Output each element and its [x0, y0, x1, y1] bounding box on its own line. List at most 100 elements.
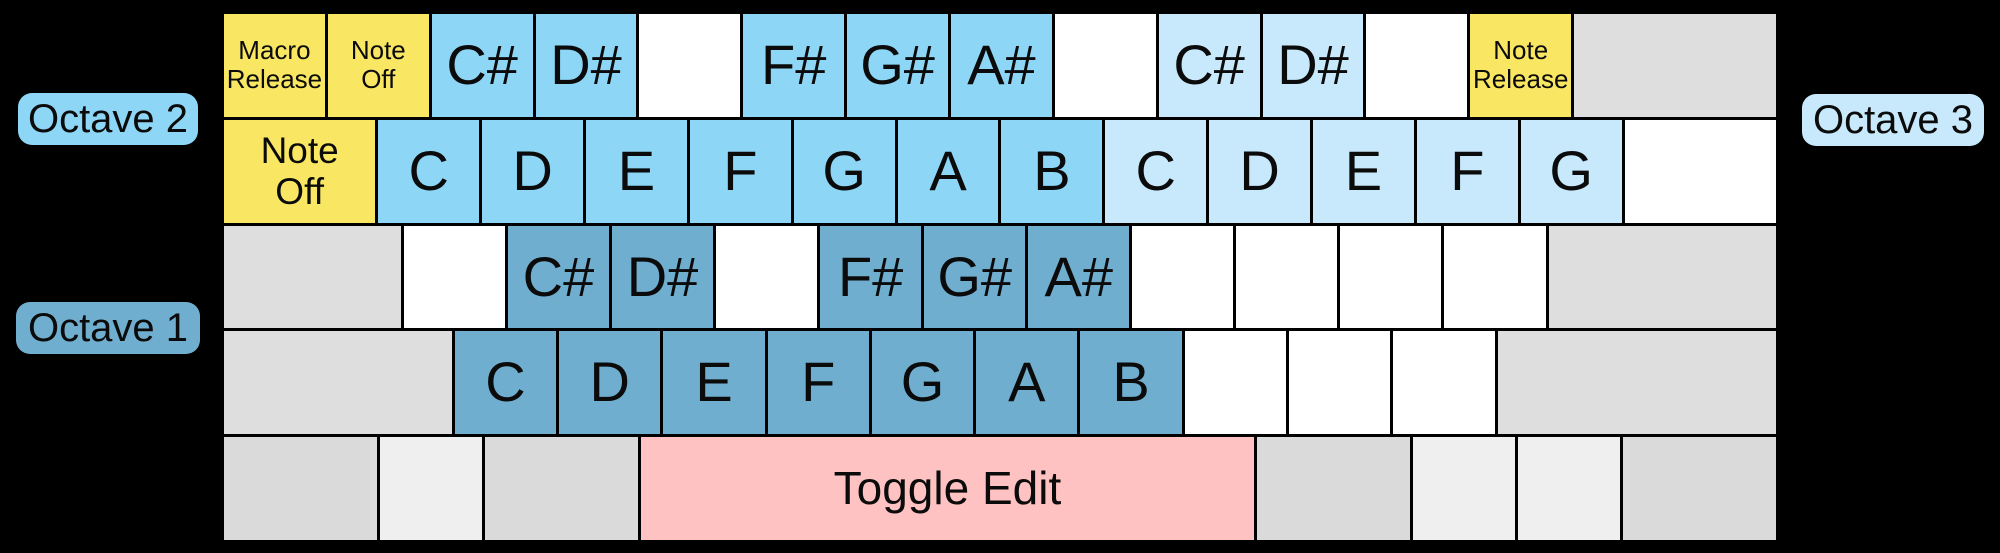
key-t-g: G [793, 119, 895, 223]
key-k-unmapped [1132, 225, 1234, 329]
key-p-e-label: E [1344, 138, 1383, 202]
key-o-d: D [1209, 119, 1311, 223]
key-backslash-unmapped [1624, 119, 1776, 223]
key-y-a-label: A [929, 138, 967, 202]
key-tab-note-off: Note Off [224, 119, 376, 223]
key-slash-unmapped [1393, 331, 1495, 435]
key-rshift [1497, 331, 1776, 435]
key-5-f-sharp-label: F# [761, 33, 827, 97]
key-j-a-sharp-label: A# [1044, 244, 1114, 308]
key-comma-unmapped [1184, 331, 1286, 435]
key-h-g-sharp-label: G# [937, 244, 1013, 308]
key-lshift [224, 331, 452, 435]
key-w-d-label: D [512, 138, 553, 202]
key-m-b-label: B [1112, 350, 1150, 414]
key-m-b: B [1080, 331, 1182, 435]
key-h-g-sharp: G# [924, 225, 1026, 329]
key-rctrl [1622, 437, 1776, 540]
key-g-f-sharp: F# [820, 225, 922, 329]
key-4-unmapped [639, 14, 741, 117]
key-quote-unmapped [1444, 225, 1546, 329]
key-lbracket-f: F [1416, 119, 1518, 223]
key-c-e-label: E [695, 350, 733, 414]
key-space-toggle-edit: Toggle Edit [641, 437, 1254, 540]
key-lalt [485, 437, 639, 540]
key-0-d-sharp-label: D# [1277, 33, 1349, 97]
key-r-f-label: F [723, 138, 758, 202]
key-space-toggle-edit-label: Toggle Edit [833, 461, 1062, 514]
key-e-e-label: E [617, 138, 656, 202]
key-capslock [224, 225, 401, 329]
key-a-unmapped [403, 225, 505, 329]
octave-3-label-text: Octave 3 [1812, 97, 1974, 142]
key-x-d: D [559, 331, 661, 435]
octave-1-label-text: Octave 1 [27, 305, 189, 350]
key-w-d: D [482, 119, 584, 223]
key-u-b: B [1001, 119, 1103, 223]
key-f-unmapped [716, 225, 818, 329]
key-b-g-label: G [900, 350, 945, 414]
octave-2-label-text: Octave 2 [27, 96, 189, 141]
key-3-d-sharp-label: D# [550, 33, 622, 97]
key-v-f: F [767, 331, 869, 435]
key-n-a: A [976, 331, 1078, 435]
key-j-a-sharp: A# [1028, 225, 1130, 329]
key-c-e: E [663, 331, 765, 435]
key-tab-note-off-label: Note Off [260, 129, 339, 213]
key-r-f: F [689, 119, 791, 223]
key-z-c-label: C [485, 350, 526, 414]
key-equals-note-release-label: Note Release [1473, 35, 1569, 95]
modifier-row: Toggle Edit [224, 437, 1776, 540]
key-rbracket-g: G [1520, 119, 1622, 223]
key-period-unmapped [1288, 331, 1391, 435]
key-d-d-sharp: D# [611, 225, 714, 329]
key-menu [1517, 437, 1620, 540]
key-i-c-label: C [1135, 138, 1176, 202]
key-9-c-sharp-label: C# [1173, 33, 1245, 97]
key-enter [1548, 225, 1776, 329]
key-o-d-label: D [1239, 138, 1280, 202]
key-s-c-sharp-label: C# [522, 244, 595, 308]
home-row: C# D# F# G# A# [224, 225, 1776, 329]
key-6-g-sharp-label: G# [860, 33, 935, 97]
key-backtick-macro-release-label: Macro Release [226, 35, 323, 95]
key-2-c-sharp-label: C# [446, 33, 518, 97]
key-d-d-sharp-label: D# [626, 244, 699, 308]
key-i-c: C [1105, 119, 1207, 223]
key-backspace [1574, 14, 1776, 117]
key-2-c-sharp: C# [431, 14, 533, 117]
key-7-a-sharp-label: A# [967, 33, 1036, 97]
number-row: Macro Release Note Off C# D# F# G# A# C# D# Note … [224, 14, 1776, 117]
octave-2-label: Octave 2 [18, 93, 198, 145]
key-minus-unmapped [1366, 14, 1468, 117]
key-n-a-label: A [1008, 350, 1046, 414]
key-0-d-sharp: D# [1262, 14, 1364, 117]
key-e-e: E [586, 119, 687, 223]
key-v-f-label: F [801, 350, 836, 414]
key-q-c-label: C [408, 138, 449, 202]
key-z-c: C [454, 331, 557, 435]
key-l-unmapped [1236, 225, 1338, 329]
key-1-note-off: Note Off [327, 14, 429, 117]
key-q-c: C [378, 119, 480, 223]
key-g-f-sharp-label: F# [837, 244, 904, 308]
key-6-g-sharp: G# [847, 14, 949, 117]
key-1-note-off-label: Note Off [350, 35, 406, 95]
key-semicolon-unmapped [1340, 225, 1442, 329]
key-rwin [1412, 437, 1515, 540]
key-9-c-sharp: C# [1158, 14, 1260, 117]
key-7-a-sharp: A# [951, 14, 1052, 117]
key-t-g-label: G [822, 138, 866, 202]
key-ralt [1256, 437, 1410, 540]
octave-1-label: Octave 1 [16, 302, 200, 354]
key-backtick-macro-release: Macro Release [224, 14, 325, 117]
octave-3-label: Octave 3 [1802, 94, 1984, 146]
key-8-unmapped [1054, 14, 1156, 117]
key-b-g: G [871, 331, 974, 435]
key-equals-note-release: Note Release [1470, 14, 1572, 117]
key-s-c-sharp: C# [507, 225, 609, 329]
